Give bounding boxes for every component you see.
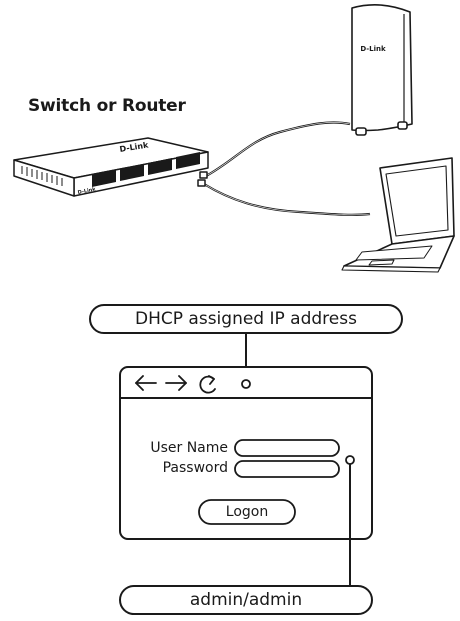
credentials-dot <box>345 455 355 465</box>
logon-button[interactable]: Logon <box>225 504 269 520</box>
access-point-logo: D-Link <box>360 45 386 53</box>
back-arrow-icon[interactable] <box>135 375 157 391</box>
credentials-pill <box>119 585 373 615</box>
credentials-label: admin/admin <box>189 590 303 610</box>
password-label: Password <box>162 460 228 476</box>
access-point: D-Link <box>351 4 413 136</box>
address-bar-dot <box>241 379 251 389</box>
ip-address-label: DHCP assigned IP address <box>135 309 357 329</box>
device-label: Switch or Router <box>28 96 186 116</box>
username-field[interactable] <box>234 439 340 457</box>
network-switch: D-Link D-Link <box>13 137 209 197</box>
forward-arrow-icon[interactable] <box>165 375 187 391</box>
cable-to-laptop <box>203 183 371 216</box>
cable-to-access-point <box>205 121 351 177</box>
password-field[interactable] <box>234 460 340 478</box>
username-label: User Name <box>150 440 228 456</box>
switch-front-logo: D-Link <box>77 186 97 195</box>
refresh-icon[interactable] <box>199 375 216 394</box>
logon-button-outline[interactable] <box>198 499 296 525</box>
laptop <box>341 157 455 273</box>
